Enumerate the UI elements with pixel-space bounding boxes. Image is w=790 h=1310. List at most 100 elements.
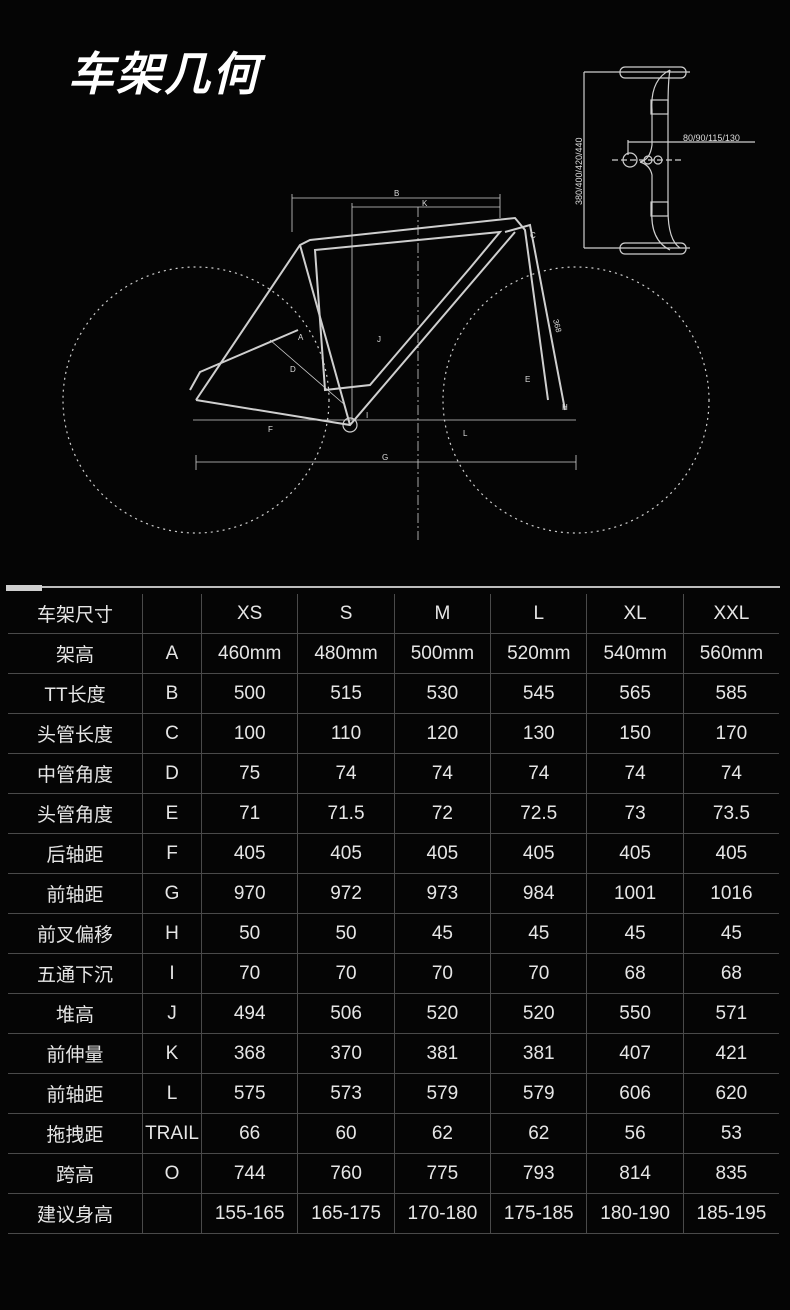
table-cell: C xyxy=(142,713,202,754)
table-cell: 972 xyxy=(297,873,395,914)
table-cell: 五通下沉 xyxy=(8,953,143,994)
section-divider-accent xyxy=(6,585,42,591)
table-cell: 50 xyxy=(200,913,299,954)
table-cell: F xyxy=(142,833,202,874)
table-cell: 175-185 xyxy=(490,1193,588,1234)
table-cell: TT长度 xyxy=(8,673,143,714)
table-cell: 520 xyxy=(393,993,492,1034)
table-cell: 1001 xyxy=(586,873,684,914)
table-cell xyxy=(142,1193,202,1234)
label-h: H xyxy=(562,403,568,412)
table-cell: A xyxy=(142,633,202,674)
table-cell: 185-195 xyxy=(682,1193,779,1234)
table-cell: 前伸量 xyxy=(8,1033,143,1074)
handlebar-width-label: 380/400/420/440 xyxy=(574,137,584,205)
table-cell: 150 xyxy=(586,713,684,754)
table-cell: 前轴距 xyxy=(8,1073,143,1114)
table-cell: 500 xyxy=(200,673,299,714)
label-l: L xyxy=(463,429,468,438)
table-cell: 775 xyxy=(393,1153,492,1194)
table-cell: 71 xyxy=(200,793,299,834)
table-cell: 405 xyxy=(393,833,492,874)
table-cell: 500mm xyxy=(393,633,492,674)
table-cell: 560mm xyxy=(682,633,779,674)
table-cell: 拖拽距 xyxy=(8,1113,143,1154)
header-cell: XS xyxy=(200,594,299,634)
table-cell: 480mm xyxy=(297,633,395,674)
table-cell: 165-175 xyxy=(297,1193,395,1234)
label-a: A xyxy=(298,333,304,342)
table-cell: 814 xyxy=(586,1153,684,1194)
label-g: G xyxy=(382,453,388,462)
table-cell: 110 xyxy=(297,713,395,754)
table-cell: 550 xyxy=(586,993,684,1034)
fork-length-label: 368 xyxy=(551,318,563,334)
table-cell: 72.5 xyxy=(490,793,588,834)
table-cell: 579 xyxy=(490,1073,588,1114)
header-cell xyxy=(142,594,202,634)
frame-outline xyxy=(189,216,566,427)
table-cell: 72 xyxy=(393,793,492,834)
table-cell: 跨高 xyxy=(8,1153,143,1194)
table-cell: 68 xyxy=(682,953,779,994)
label-j: J xyxy=(377,335,381,344)
table-cell: 606 xyxy=(586,1073,684,1114)
table-cell: 540mm xyxy=(586,633,684,674)
table-cell: 56 xyxy=(586,1113,684,1154)
table-cell: 460mm xyxy=(200,633,299,674)
table-cell: D xyxy=(142,753,202,794)
table-cell: 405 xyxy=(682,833,779,874)
table-cell: 421 xyxy=(682,1033,779,1074)
table-cell: 53 xyxy=(682,1113,779,1154)
table-cell: 74 xyxy=(682,753,779,794)
table-cell: 744 xyxy=(200,1153,299,1194)
table-cell: 520 xyxy=(490,993,588,1034)
table-cell: 62 xyxy=(393,1113,492,1154)
table-cell: 970 xyxy=(200,873,299,914)
table-cell: 620 xyxy=(682,1073,779,1114)
table-cell: 60 xyxy=(297,1113,395,1154)
table-cell: 70 xyxy=(393,953,492,994)
table-cell: 70 xyxy=(200,953,299,994)
table-cell: 50 xyxy=(297,913,395,954)
table-cell: 建议身高 xyxy=(8,1193,143,1234)
table-cell: 835 xyxy=(682,1153,779,1194)
table-cell: 中管角度 xyxy=(8,753,143,794)
page-title: 车架几何 xyxy=(68,47,260,101)
label-b: B xyxy=(394,189,399,198)
table-cell: 520mm xyxy=(490,633,588,674)
table-cell: J xyxy=(142,993,202,1034)
table-cell: 后轴距 xyxy=(8,833,143,874)
table-cell: E xyxy=(142,793,202,834)
table-cell: 45 xyxy=(682,913,779,954)
header-cell: M xyxy=(393,594,492,634)
table-cell: 75 xyxy=(200,753,299,794)
table-cell: 68 xyxy=(586,953,684,994)
label-c: C xyxy=(530,231,536,240)
header-cell: S xyxy=(297,594,395,634)
table-cell: 381 xyxy=(490,1033,588,1074)
label-f: F xyxy=(268,425,273,434)
table-cell: B xyxy=(142,673,202,714)
table-cell: 405 xyxy=(490,833,588,874)
table-cell: 头管角度 xyxy=(8,793,143,834)
table-cell: 585 xyxy=(682,673,779,714)
table-cell: 前叉偏移 xyxy=(8,913,143,954)
table-cell: 579 xyxy=(393,1073,492,1114)
table-cell: 515 xyxy=(297,673,395,714)
table-cell: TRAIL xyxy=(142,1113,202,1154)
table-cell: 155-165 xyxy=(200,1193,299,1234)
table-cell: 头管长度 xyxy=(8,713,143,754)
table-cell: 494 xyxy=(200,993,299,1034)
table-cell: 62 xyxy=(490,1113,588,1154)
